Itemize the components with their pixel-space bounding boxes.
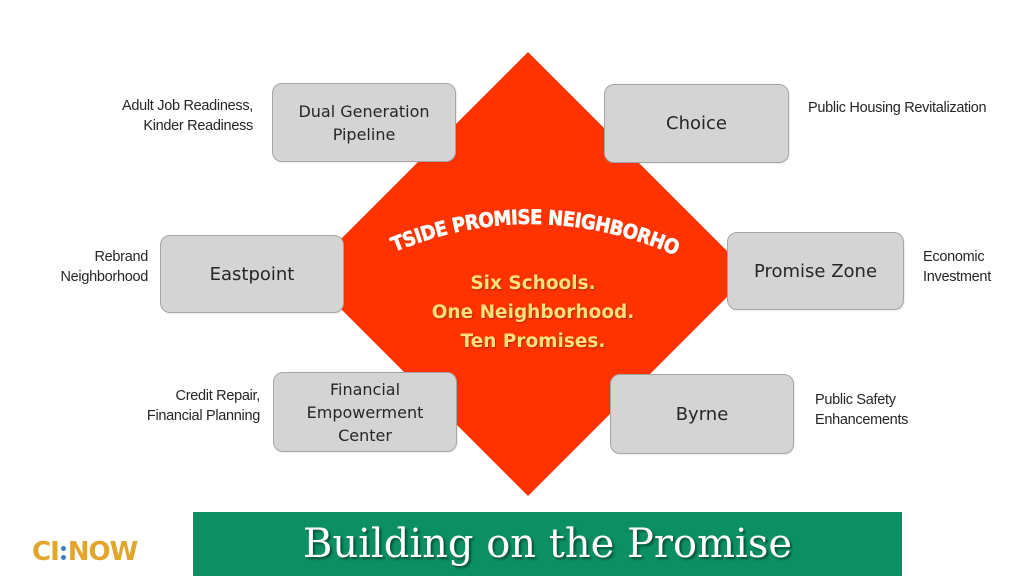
financial-empowerment-note: Credit Repair, Financial Planning [146, 388, 260, 424]
promise-zone-box: Promise Zone [727, 232, 904, 310]
promise-zone-note: Economic Investment [923, 249, 991, 285]
logo-dots [60, 542, 67, 564]
byrne-note: Public Safety Enhancements [815, 392, 909, 428]
tagline-line-2: One Neighborhood. [431, 302, 635, 323]
banner-title: Building on the Promise [302, 521, 793, 567]
center-title-text: EASTSIDE PROMISE NEIGHBORHOOD [380, 195, 680, 260]
svg-text:EASTSIDE PROMISE NEIGHBORHOOD: EASTSIDE PROMISE NEIGHBORHOOD [380, 195, 680, 260]
title-banner: Building on the Promise [193, 512, 902, 576]
logo-left-text: CI [32, 537, 60, 567]
dual-generation-note: Adult Job Readiness, Kinder Readiness [121, 98, 253, 134]
choice-note: Public Housing Revitalization [808, 100, 987, 116]
byrne-box: Byrne [610, 374, 794, 454]
choice-box: Choice [604, 84, 789, 163]
tagline-line-3: Ten Promises. [460, 331, 606, 352]
financial-empowerment-box: Financial Empowerment Center [273, 372, 457, 452]
tagline-line-1: Six Schools. [470, 273, 596, 294]
dual-generation-box: Dual Generation Pipeline [272, 83, 456, 162]
eastpoint-note: Rebrand Neighborhood [60, 249, 149, 285]
logo-right-text: NOW [67, 537, 139, 567]
eastpoint-box: Eastpoint [160, 235, 344, 313]
center-title: EASTSIDE PROMISE NEIGHBORHOOD [380, 195, 680, 260]
